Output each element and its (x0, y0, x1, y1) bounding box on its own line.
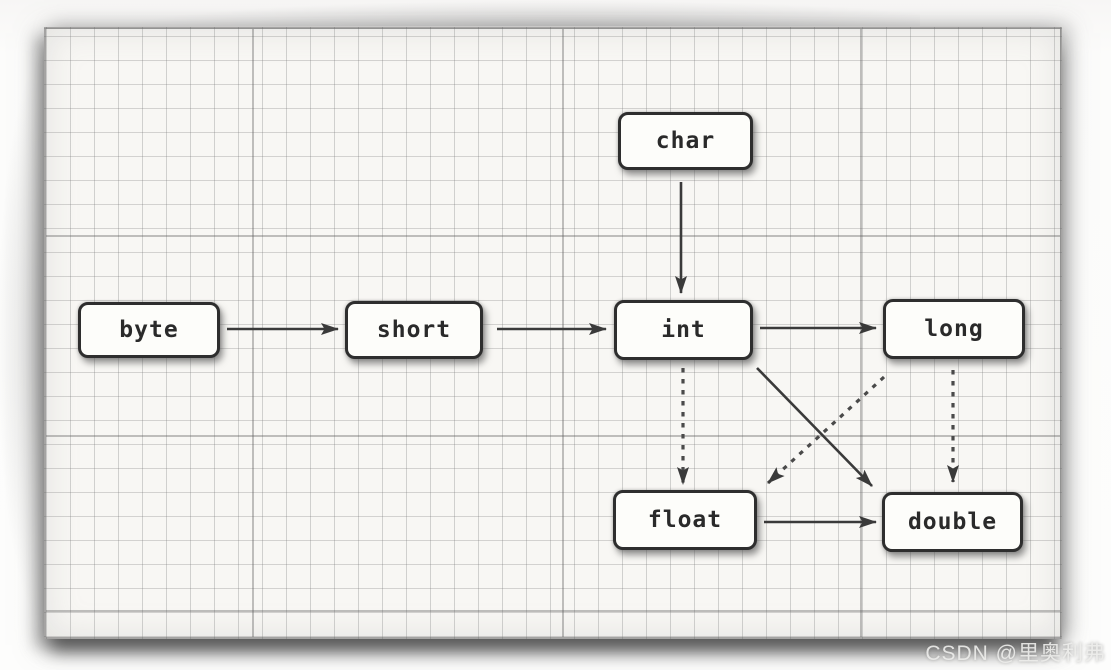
node-int: int (614, 300, 753, 360)
arrow-long-to-float (766, 375, 886, 485)
csdn-watermark: CSDN @里奥利弗 (925, 642, 1106, 665)
grid-major-line-horizontal (46, 235, 1060, 237)
node-long: long (883, 299, 1025, 359)
grid-major-line-horizontal (46, 610, 1060, 612)
node-byte: byte (78, 302, 220, 358)
grid-major-line-vertical (252, 29, 254, 637)
node-float: float (613, 490, 757, 550)
arrow-int-to-double (756, 367, 873, 487)
grid-major-line-vertical (562, 29, 564, 637)
node-char: char (618, 112, 753, 170)
node-short: short (345, 301, 483, 359)
photo-shadow-top (120, 0, 920, 26)
grid-major-line-horizontal (46, 435, 1060, 437)
node-double: double (882, 492, 1023, 552)
photo-shadow-left (0, 60, 44, 620)
